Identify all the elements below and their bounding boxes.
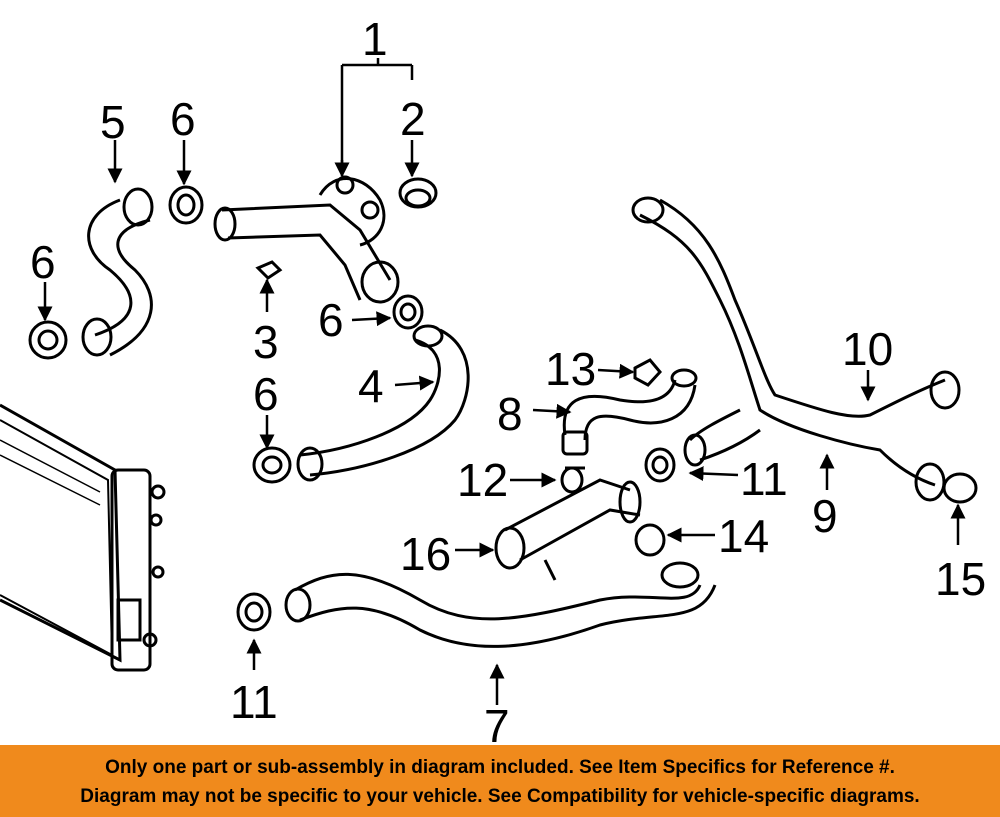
y-hose-9-10 — [631, 196, 961, 502]
callout-5: 5 — [100, 96, 126, 148]
callout-14: 14 — [718, 510, 769, 562]
hose-7 — [284, 561, 717, 648]
callout-2: 2 — [400, 93, 426, 145]
clamp-6-middle — [392, 294, 424, 330]
callout-15: 15 — [935, 553, 986, 605]
callout-4: 4 — [358, 360, 384, 412]
callout-7: 7 — [484, 700, 510, 745]
pipe-16 — [494, 478, 642, 581]
clamp-14 — [634, 523, 666, 557]
outlet-housing-1 — [213, 175, 400, 304]
hose-5 — [81, 187, 154, 357]
leader-lines — [37, 58, 966, 705]
clamp-11-left — [236, 592, 272, 632]
coolant-hose-diagram: 1 2 3 4 5 6 6 6 6 7 8 9 10 11 11 12 13 1… — [0, 13, 986, 745]
clamp-6-left — [28, 320, 68, 360]
disclaimer-line-2: Diagram may not be specific to your vehi… — [80, 786, 920, 807]
clamp-2 — [398, 177, 438, 209]
callout-6-lower: 6 — [253, 368, 279, 420]
clamp-6-lower — [252, 446, 292, 484]
clamp-6-top — [168, 185, 204, 225]
sensor-13 — [633, 358, 662, 387]
callout-1: 1 — [362, 13, 388, 65]
radiator — [0, 403, 166, 672]
callout-6-top: 6 — [170, 93, 196, 145]
callout-11-left: 11 — [230, 676, 278, 728]
clamp-15 — [942, 472, 978, 504]
callout-11-right: 11 — [740, 453, 788, 505]
callout-9: 9 — [812, 490, 838, 542]
callout-3: 3 — [253, 316, 279, 368]
sensor-3 — [255, 260, 283, 280]
callout-10: 10 — [842, 323, 893, 375]
callout-16: 16 — [400, 528, 451, 580]
callout-12: 12 — [457, 454, 508, 506]
fitting-12 — [560, 466, 585, 494]
callout-13: 13 — [545, 343, 596, 395]
callout-8: 8 — [497, 388, 523, 440]
callout-6-middle: 6 — [318, 294, 344, 346]
hose-4 — [296, 324, 470, 482]
callout-6-left: 6 — [30, 236, 56, 288]
disclaimer-line-1: Only one part or sub-assembly in diagram… — [105, 757, 895, 778]
clamp-11-right — [644, 447, 676, 483]
disclaimer-banner: Only one part or sub-assembly in diagram… — [0, 745, 1000, 817]
